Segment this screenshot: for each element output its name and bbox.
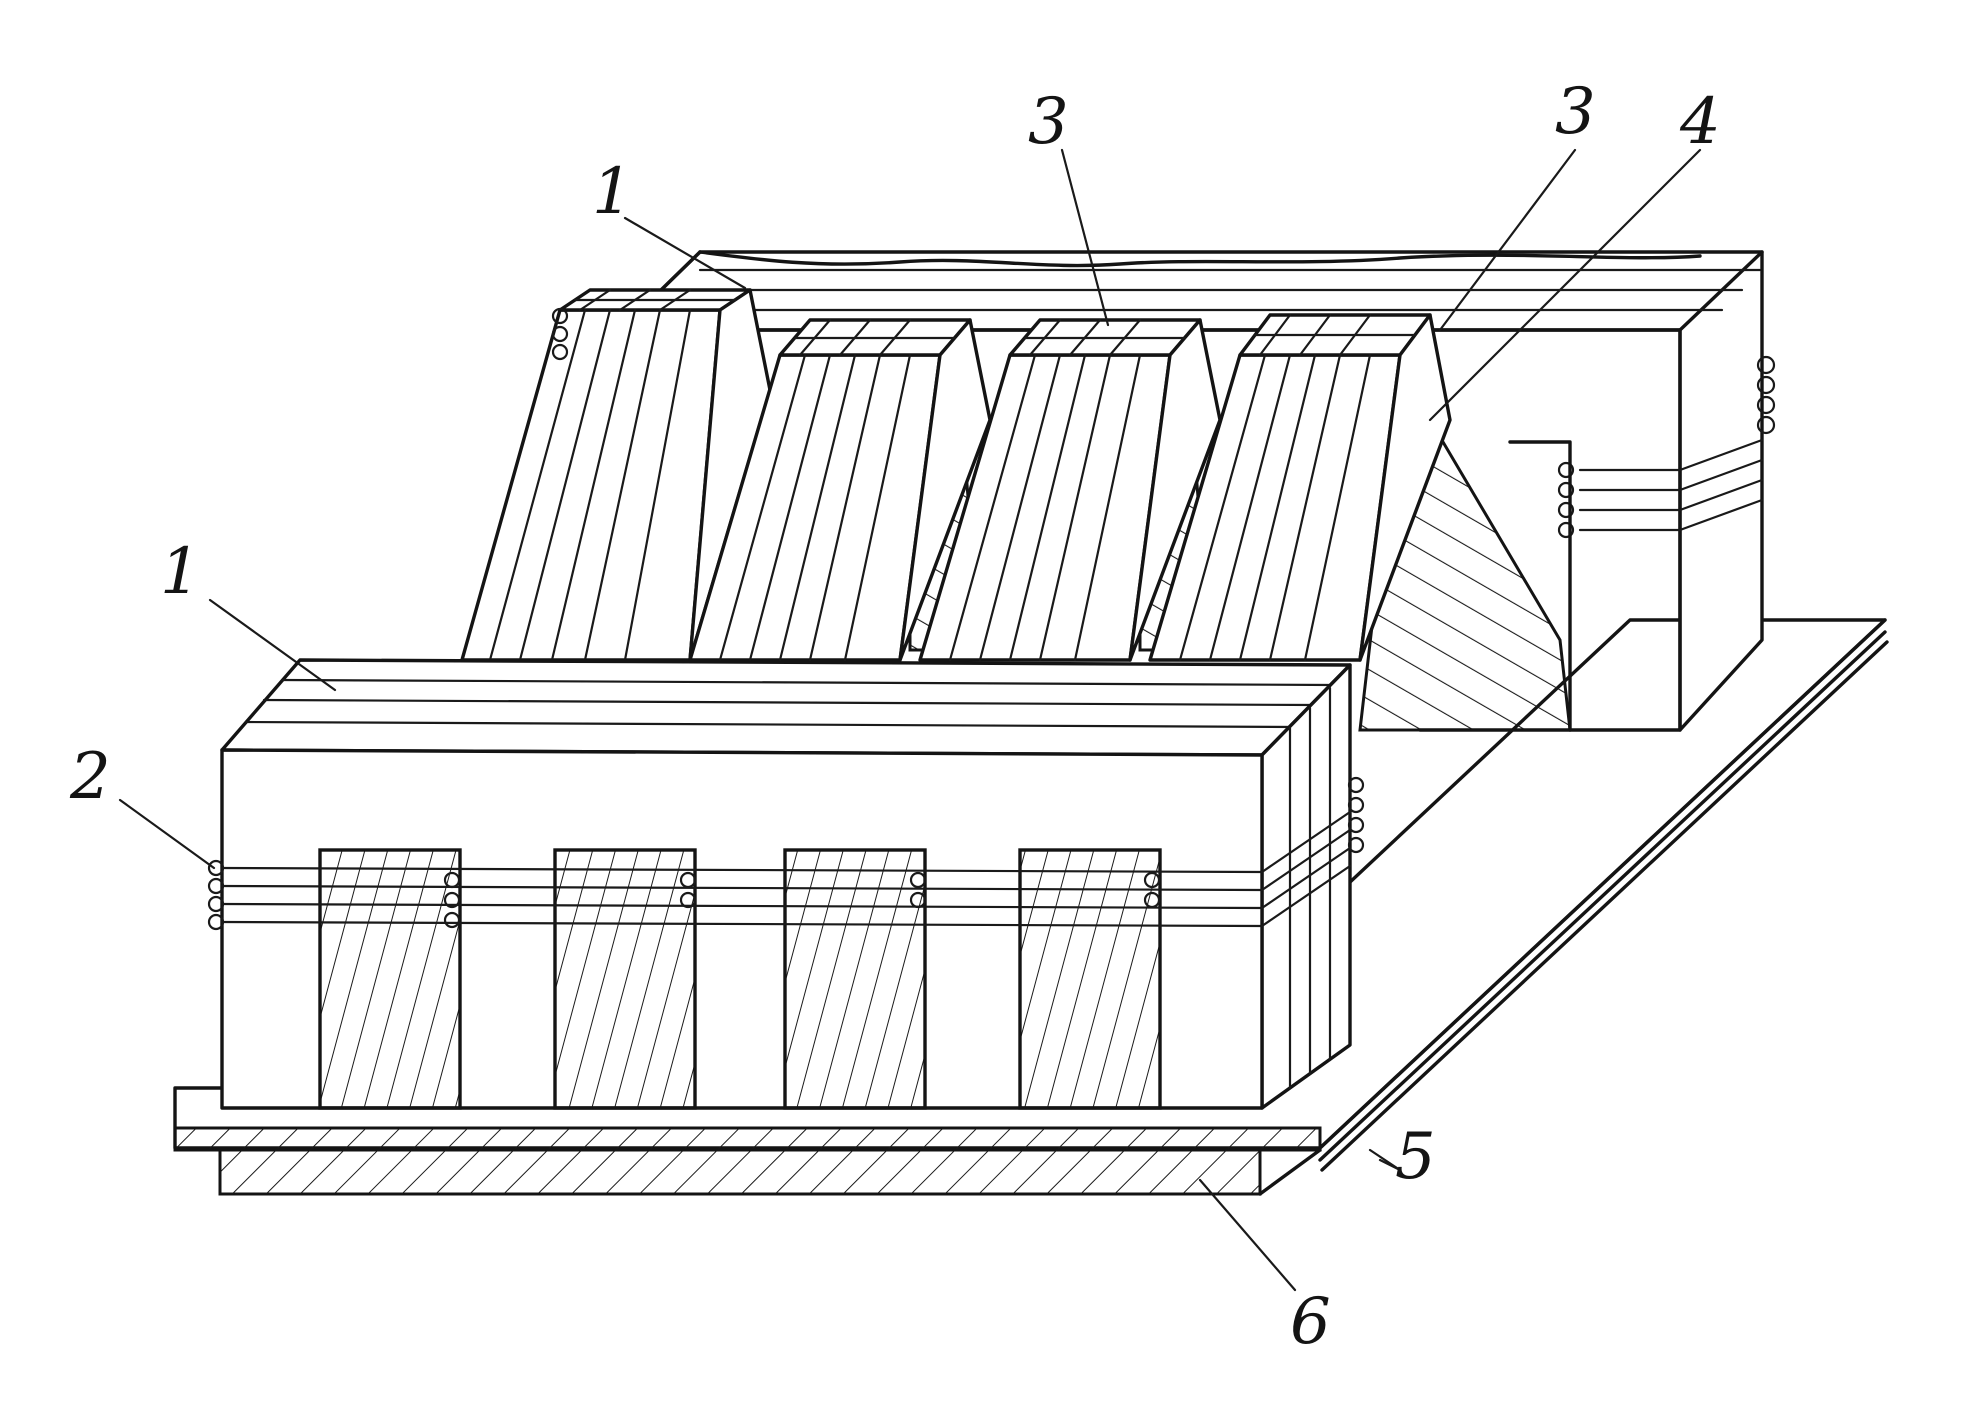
label-plate-lower: 6	[1290, 1285, 1331, 1359]
label-winding: 2	[70, 740, 111, 814]
front-window	[783, 848, 927, 1110]
lower-plate	[218, 1148, 1262, 1196]
label-spacer: 4	[1680, 85, 1721, 159]
label-yoke-rear: 1	[592, 155, 633, 229]
leader-2	[118, 798, 216, 870]
column	[688, 318, 992, 662]
upper-plate	[173, 1126, 1322, 1152]
leader-5b	[1378, 1158, 1402, 1172]
leader-3-left	[1060, 148, 1110, 327]
label-column-a: 3	[1028, 85, 1069, 159]
front-yoke	[207, 658, 1365, 1110]
front-window	[553, 848, 697, 1110]
front-window	[1018, 848, 1162, 1110]
base-plate	[173, 618, 1889, 1196]
column	[1148, 313, 1452, 662]
leader-1-front	[208, 598, 337, 692]
leader-6	[1198, 1178, 1297, 1292]
leader-1-rear	[623, 216, 747, 290]
inclined-columns	[460, 288, 1452, 662]
label-yoke-front: 1	[160, 535, 201, 609]
column	[460, 288, 772, 662]
leader-lines	[118, 148, 1702, 1292]
leader-4	[1428, 148, 1702, 422]
winding	[207, 776, 1365, 931]
leader-3-right	[1438, 148, 1577, 332]
column	[918, 318, 1222, 662]
label-column-b: 3	[1555, 75, 1596, 149]
front-window	[318, 848, 462, 1110]
label-plate-upper: 5	[1395, 1120, 1436, 1194]
